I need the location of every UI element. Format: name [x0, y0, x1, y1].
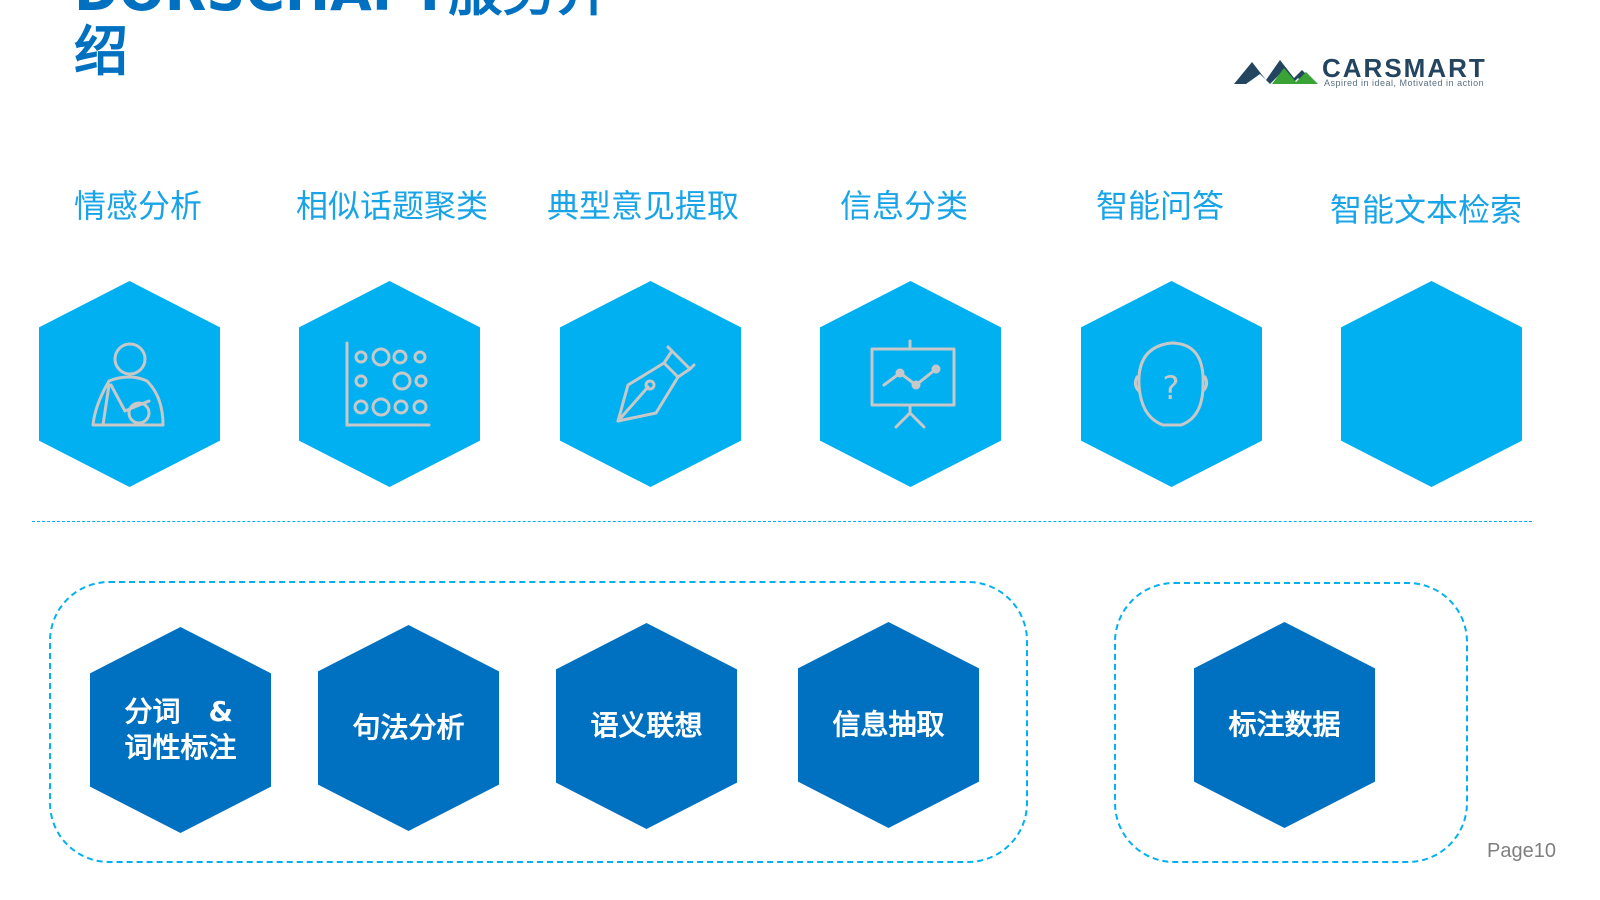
feature-label-qa: 智能问答 — [1096, 187, 1225, 225]
plus-connector: + — [238, 355, 278, 409]
foundation-hexagon-syntax-analysis: 句法分析 — [318, 625, 499, 831]
foundation-hexagon-segmentation: 分词 & 词性标注 — [90, 627, 271, 833]
foundation-label-semantic-association: 语义联想 — [590, 709, 703, 742]
data-label-annotated-data: 标注数据 — [1228, 708, 1341, 741]
person-with-arm-sling-icon — [91, 342, 165, 427]
page-number: Page10 — [1487, 840, 1556, 862]
feature-label-topic-clustering: 相似话题聚类 — [296, 187, 489, 225]
foundation-group-box — [49, 581, 1028, 863]
feature-label-sentiment: 情感分析 — [74, 187, 203, 225]
feature-label-opinion-extraction: 典型意见提取 — [547, 187, 740, 225]
head-question-mark-icon: ? — [1133, 341, 1209, 427]
mountain-logo-icon — [1234, 60, 1318, 84]
fountain-pen-nib-icon — [616, 345, 696, 423]
feature-hexagon-topic-clustering — [299, 281, 480, 487]
foundation-label-syntax-analysis: 句法分析 — [352, 711, 465, 744]
feature-hexagon-opinion-extraction — [560, 281, 741, 487]
plus-connector: + — [757, 355, 797, 409]
feature-hexagon-classification — [820, 281, 1001, 487]
feature-hexagon-text-search — [1341, 281, 1522, 487]
dot-cluster-chart-icon — [345, 341, 431, 427]
plus-connector: + — [1280, 355, 1320, 409]
slide-title: DORSCHAPT服务介 绍 — [74, 0, 610, 83]
feature-label-text-search: 智能文本检索 — [1330, 191, 1523, 229]
logo-tagline: Aspired in ideal, Motivated in action — [1324, 78, 1485, 88]
foundation-label-information-extraction: 信息抽取 — [832, 708, 945, 741]
section-divider — [32, 521, 1532, 522]
foundation-hexagon-semantic-association: 语义联想 — [556, 623, 737, 829]
logo-name: CARSMART — [1322, 53, 1487, 83]
feature-hexagon-qa: ? — [1081, 281, 1262, 487]
carsmart-logo: CARSMART Aspired in ideal, Motivated in … — [1232, 54, 1532, 94]
plus-connector: + — [500, 355, 540, 409]
foundation-label-segmentation: 分词 & 词性标注 — [124, 695, 237, 764]
presentation-board-line-chart-icon — [870, 339, 956, 429]
question-mark-glyph: ? — [1163, 369, 1180, 407]
data-group-box — [1114, 582, 1468, 863]
foundation-hexagon-information-extraction: 信息抽取 — [798, 622, 979, 828]
plus-connector: + — [1019, 355, 1059, 409]
feature-label-classification: 信息分类 — [840, 187, 969, 225]
feature-hexagon-sentiment — [39, 281, 220, 487]
data-hexagon-annotated-data: 标注数据 — [1194, 622, 1375, 828]
